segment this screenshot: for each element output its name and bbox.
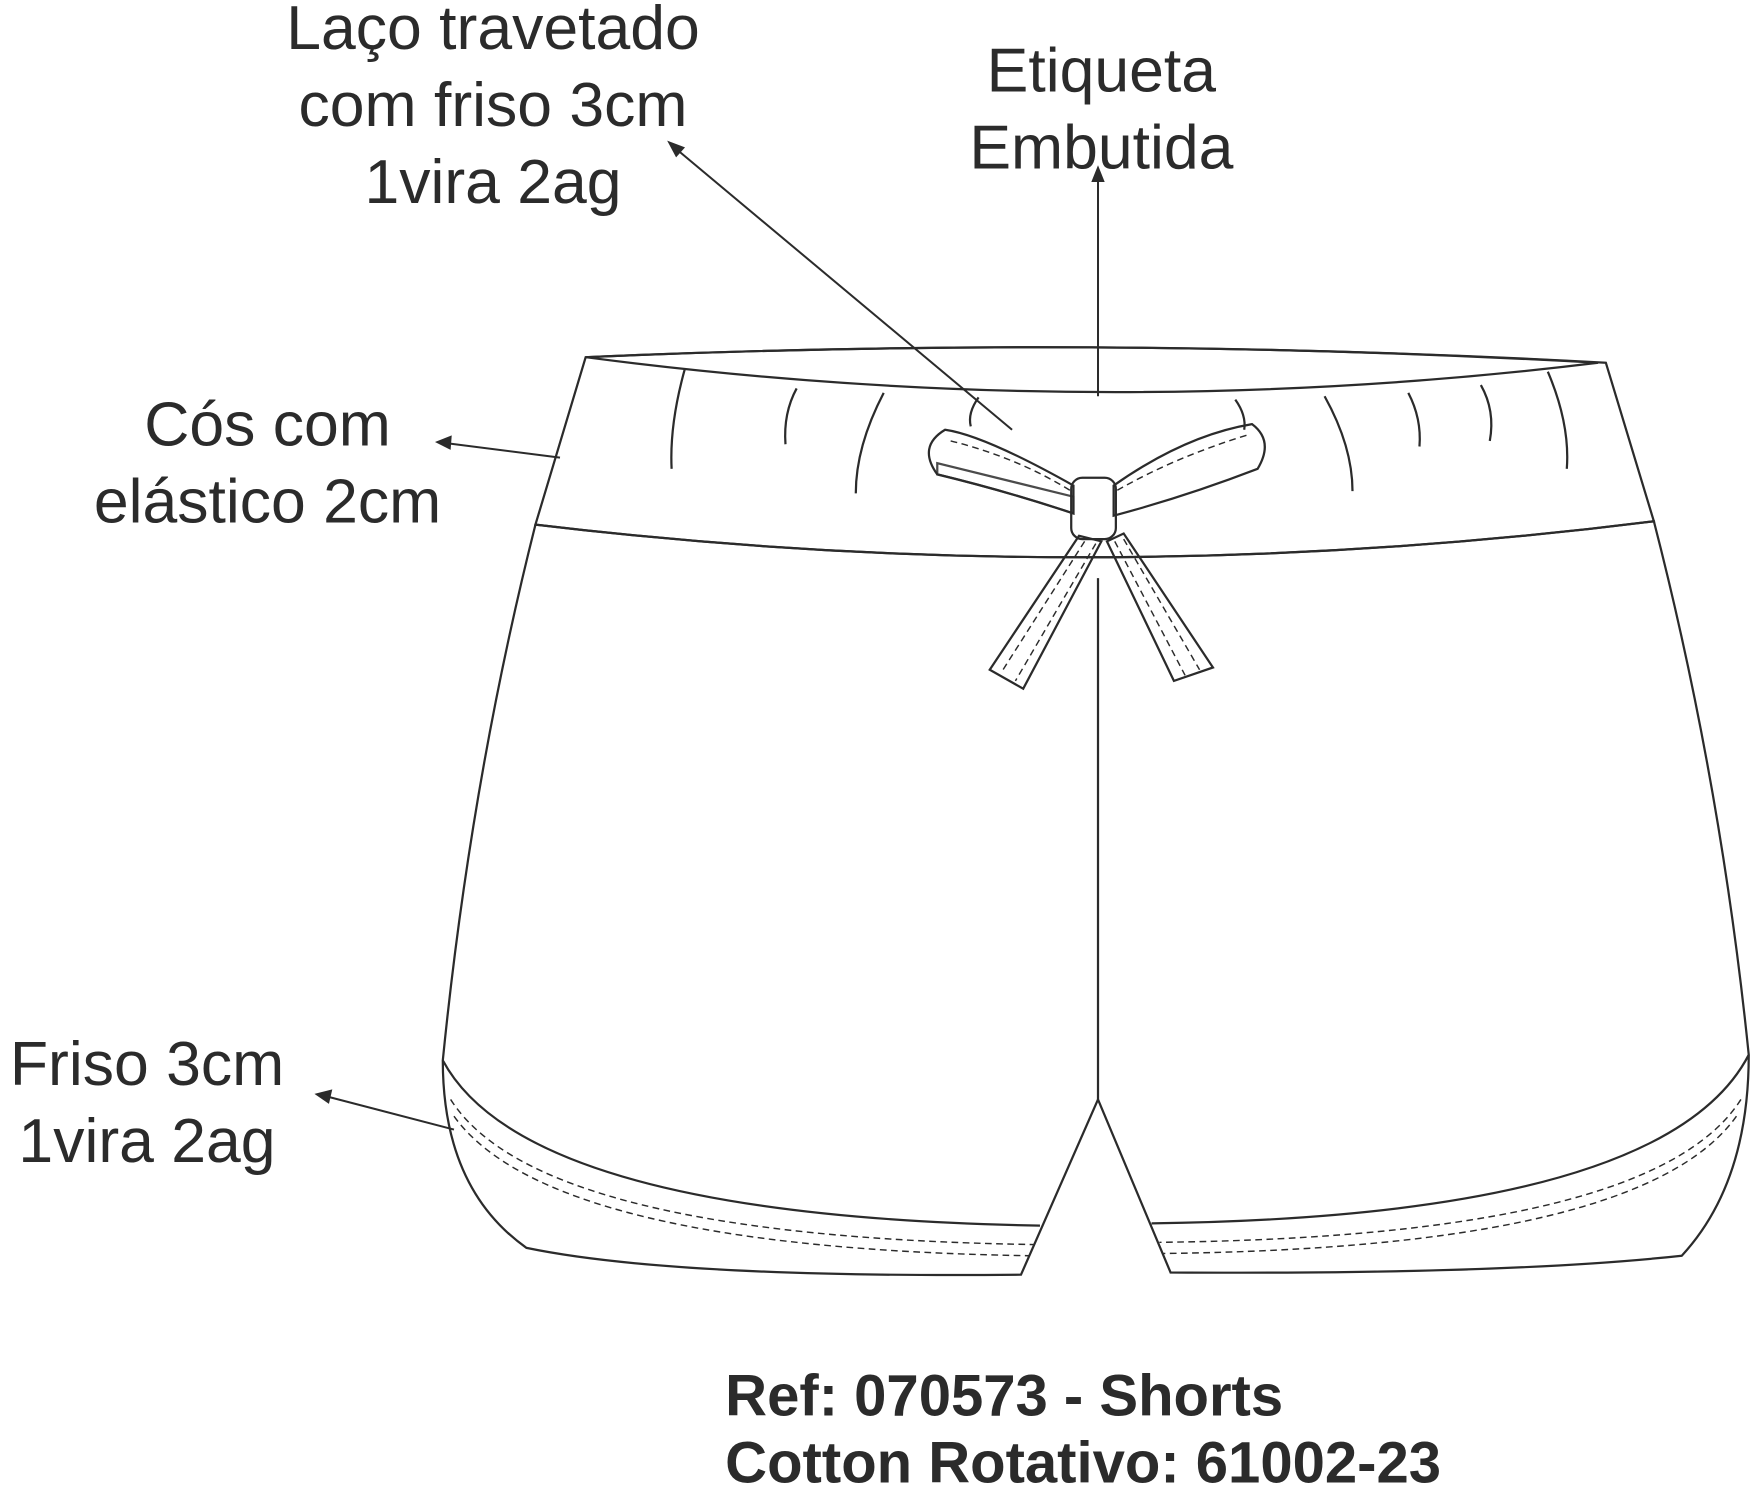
label-annotation-line2: Embutida bbox=[969, 113, 1233, 183]
bow-knot bbox=[1070, 476, 1117, 541]
left-hem-band bbox=[441, 1059, 1040, 1227]
right-hem-band bbox=[1151, 1054, 1750, 1225]
reference-title: Ref: 070573 - Shorts bbox=[725, 1363, 1283, 1428]
bow-annotation-line2: com friso 3cm bbox=[299, 70, 688, 140]
label-annotation-line1: Etiqueta bbox=[987, 36, 1217, 106]
bow bbox=[927, 422, 1266, 691]
waistband-inner-fold bbox=[585, 346, 1599, 394]
elastic-gathers bbox=[670, 368, 1569, 494]
right-hem-stitch bbox=[1159, 1099, 1742, 1244]
hem-annotation-line2: 1vira 2ag bbox=[18, 1106, 275, 1176]
fabric-reference: Cotton Rotativo: 61002-23 bbox=[725, 1430, 1441, 1489]
right-hem-stitch-2 bbox=[1162, 1115, 1738, 1255]
waistband bbox=[533, 346, 1656, 559]
left-hem-stitch bbox=[450, 1099, 1035, 1246]
annotation-arrows bbox=[314, 140, 1105, 1131]
shorts-body bbox=[441, 520, 1750, 1277]
waistband-annotation-line2: elástico 2cm bbox=[94, 466, 441, 536]
left-hem-stitch-2 bbox=[453, 1115, 1029, 1257]
bow-annotation-line1: Laço travetado bbox=[286, 0, 699, 63]
bow-annotation-line3: 1vira 2ag bbox=[364, 147, 621, 217]
waistband-annotation-line1: Cós com bbox=[144, 389, 391, 459]
hem-annotation-line1: Friso 3cm bbox=[10, 1029, 284, 1099]
